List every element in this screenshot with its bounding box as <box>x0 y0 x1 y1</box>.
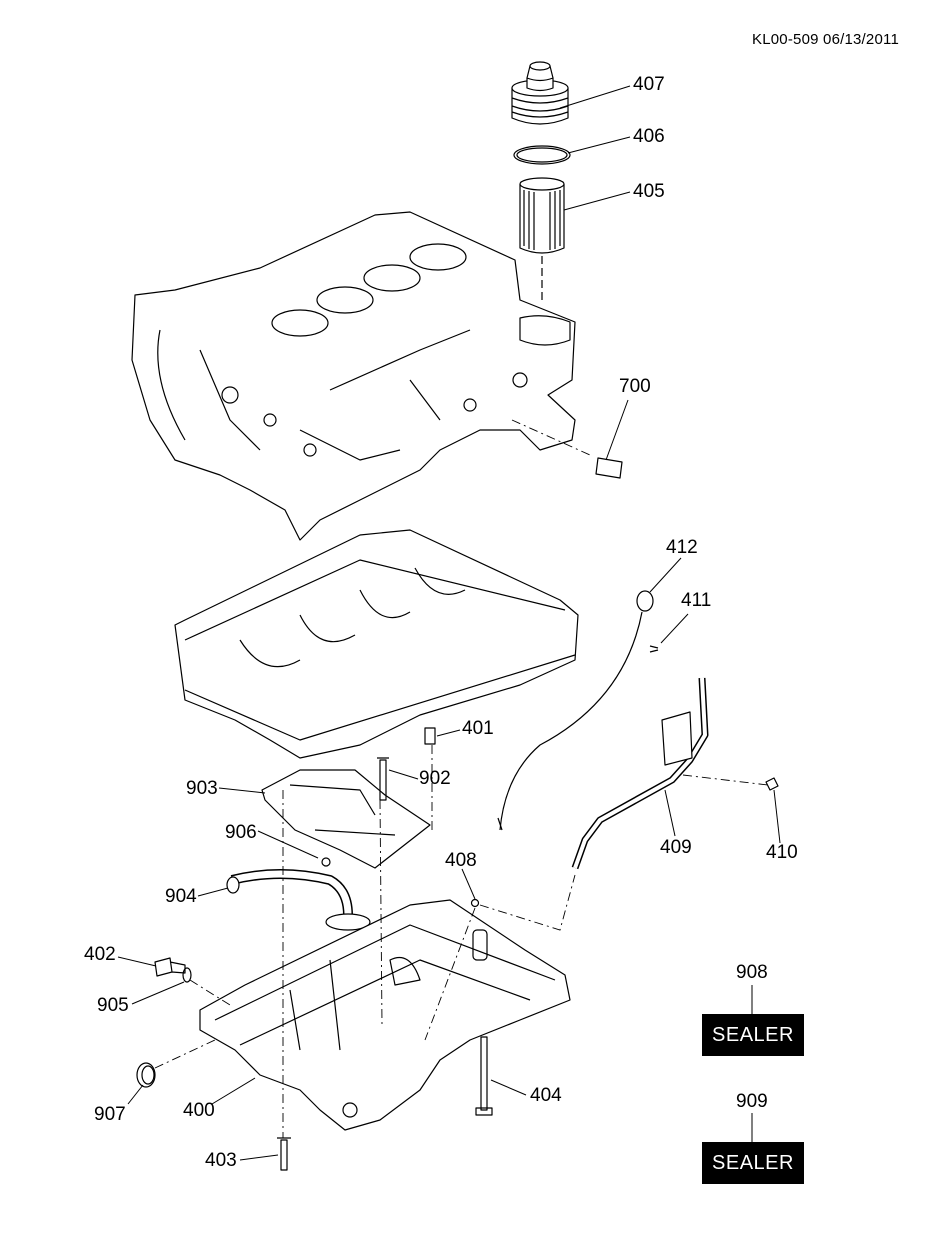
callout-408: 408 <box>445 850 477 871</box>
callout-906: 906 <box>225 822 257 843</box>
o-ring-406 <box>513 145 571 165</box>
drain-plug-402 <box>154 957 186 977</box>
callout-904: 904 <box>165 886 197 907</box>
callout-700: 700 <box>619 376 651 397</box>
dipstick-412 <box>497 590 654 831</box>
bolt-906 <box>321 857 331 867</box>
oil-pan-400 <box>199 899 571 1131</box>
callout-909: 909 <box>736 1091 768 1112</box>
bolt-902 <box>377 757 389 801</box>
callout-908: 908 <box>736 962 768 983</box>
callout-903: 903 <box>186 778 218 799</box>
o-ring-408 <box>470 898 480 908</box>
callout-406: 406 <box>633 126 665 147</box>
callout-410: 410 <box>766 842 798 863</box>
lower-crankcase <box>174 529 579 759</box>
seal-907 <box>136 1062 156 1088</box>
callout-403: 403 <box>205 1150 237 1171</box>
leader-lines <box>117 85 781 1161</box>
callout-402: 402 <box>84 944 116 965</box>
bolt-404 <box>475 1036 493 1116</box>
baffle-plate-903 <box>261 769 431 869</box>
callout-400: 400 <box>183 1100 215 1121</box>
dipstick-tube-409 <box>571 677 709 870</box>
callout-409: 409 <box>660 837 692 858</box>
callout-404: 404 <box>530 1085 562 1106</box>
bolt-410 <box>765 777 779 791</box>
clip-411 <box>649 645 659 653</box>
oil-filter-element-405 <box>519 177 565 300</box>
oil-pickup-tube-904 <box>226 857 371 931</box>
bolt-403 <box>277 1137 291 1171</box>
washer-905 <box>182 967 192 983</box>
oil-filter-cap-407 <box>511 61 569 125</box>
callout-411: 411 <box>681 590 712 611</box>
callout-902: 902 <box>419 768 451 789</box>
callout-412: 412 <box>666 537 698 558</box>
sealer-box-908: SEALER <box>702 1014 804 1056</box>
callout-401: 401 <box>462 718 494 739</box>
dowel-pin-401 <box>424 727 436 745</box>
callout-405: 405 <box>633 181 665 202</box>
sealer-box-909: SEALER <box>702 1142 804 1184</box>
oil-pressure-sensor-700 <box>595 457 623 479</box>
callout-907: 907 <box>94 1104 126 1125</box>
callout-407: 407 <box>633 74 665 95</box>
cylinder-block <box>131 211 623 541</box>
callout-905: 905 <box>97 995 129 1016</box>
assembly-lines <box>154 419 769 1138</box>
document-id: KL00-509 06/13/2011 <box>752 31 899 48</box>
